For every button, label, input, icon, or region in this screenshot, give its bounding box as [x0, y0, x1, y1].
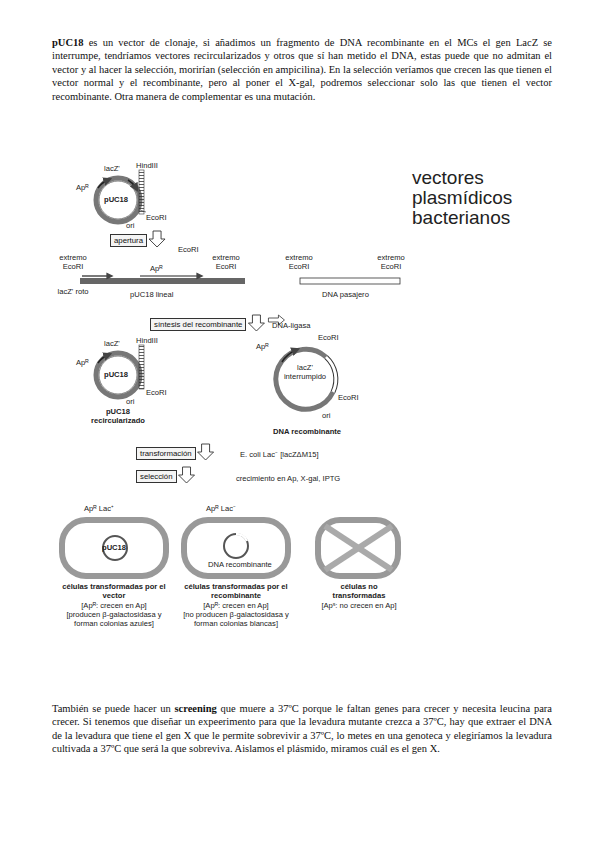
diagram-label: lacZ' interrumpido — [282, 364, 328, 381]
diagram-label: DNA recombinante — [208, 561, 272, 570]
diagram-label: extremo EcoRI — [52, 254, 94, 271]
diagram-label: ori — [126, 222, 134, 231]
process-box: síntesis del recombinante — [150, 318, 246, 331]
diagram-label: pUC18 lineal — [130, 291, 173, 300]
diagram-label: Apᴿ — [150, 265, 163, 274]
diagram-label: pUC18 recircularizado — [86, 408, 150, 425]
diagram-label: DNA-ligasa — [272, 322, 310, 331]
bold-term: screening — [174, 703, 216, 714]
diagram-label: lacZ' roto — [56, 288, 90, 297]
paragraph: También se puede hacer un screening que … — [52, 702, 552, 756]
diagram-label: [producen β-galactosidasa y forman colon… — [55, 611, 173, 628]
box-text: síntesis del recombinante — [154, 320, 242, 329]
diagram-label: Apᴿ — [76, 359, 89, 368]
diagram-label: E. coli Lac⁻ [lacZΔM15] — [240, 451, 319, 460]
diagram-label: células no transformadas — [318, 583, 400, 600]
hollow-arrow — [198, 444, 214, 460]
hollow-arrow — [248, 315, 264, 331]
diagram-label: pUC18 — [102, 544, 126, 553]
diagram-label: DNA pasajero — [322, 291, 369, 300]
diagram-label: Apᴿ Lac⁻ — [206, 505, 236, 514]
recombinant-plasmid — [276, 349, 336, 409]
diagram-label: células transformadas por el vector — [58, 583, 170, 600]
diagram-label: HindIII — [136, 337, 158, 346]
diagram-label: ori — [322, 412, 330, 421]
hollow-arrows — [149, 231, 284, 483]
diagram-label: pUC18 — [104, 196, 128, 205]
diagram-label: EcoRI — [318, 334, 339, 343]
diagram-label: EcoRI — [178, 246, 199, 255]
hollow-arrow — [149, 231, 165, 247]
diagram-label: extremo EcoRI — [370, 254, 412, 271]
diagram-label: pUC18 — [104, 371, 128, 380]
diagram-label: [Apᴿ: crecen en Ap] — [58, 602, 170, 611]
diagram-label: [no producen β-galactosidasa y forman co… — [175, 611, 297, 628]
diagram-label: ori — [126, 398, 134, 407]
box-text: apertura — [114, 236, 143, 245]
process-box: selección — [136, 470, 177, 483]
diagram-label: extremo EcoRI — [205, 254, 247, 271]
diagram-label: [Apˢ: no crecen en Ap] — [312, 602, 406, 611]
diagram-label: lacZ' — [104, 165, 120, 174]
hollow-arrow — [179, 467, 195, 483]
diagram-label: extremo EcoRI — [278, 254, 320, 271]
diagram-label: DNA recombinante — [262, 428, 352, 437]
puc18-recircularized — [96, 345, 144, 397]
diagram-label: Apᴿ — [256, 343, 269, 352]
diagram-label: HindIII — [136, 162, 158, 171]
process-box: apertura — [110, 234, 147, 247]
box-text: transformación — [140, 449, 192, 458]
diagram-label: Apᴿ — [76, 184, 89, 193]
diagram-label: lacZ' — [104, 340, 120, 349]
box-text: selección — [140, 472, 173, 481]
diagram-label: EcoRI — [146, 389, 167, 398]
body-text: También se puede hacer un — [52, 703, 171, 714]
diagram-label: crecimiento en Ap, X-gal, IPTG — [236, 475, 340, 484]
diagram-label: EcoRI — [338, 394, 359, 403]
diagram-label: EcoRI — [146, 214, 167, 223]
diagram-label: [Apᴿ: crecen en Ap] — [180, 602, 292, 611]
diagram-title: vectores plasmídicos bacterianos — [412, 168, 537, 228]
process-box: transformación — [136, 447, 196, 460]
paragraph: pUC18 es un vector de clonaje, si añadim… — [52, 36, 552, 103]
cells — [62, 520, 398, 576]
diagram-label: Apᴿ Lac⁺ — [84, 505, 114, 514]
bold-term: pUC18 — [52, 37, 84, 48]
puc18-plasmid — [96, 170, 146, 222]
body-text: es un vector de clonaje, si añadimos un … — [52, 37, 552, 102]
diagram-label: células transformadas por el recombinant… — [180, 583, 292, 600]
puc18-linear — [80, 276, 400, 284]
